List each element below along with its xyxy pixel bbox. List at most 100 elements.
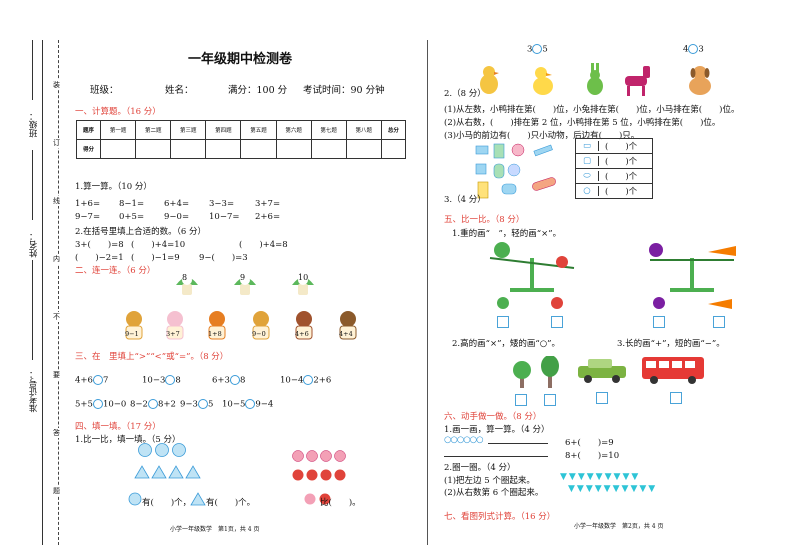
rabbit-icon — [587, 63, 603, 95]
name-label: 姓名： — [165, 85, 194, 96]
score-cell[interactable] — [205, 139, 242, 159]
q2-title: 2.（8 分） — [444, 89, 486, 99]
compare-circle[interactable] — [245, 399, 256, 409]
animal-row — [480, 63, 711, 96]
section1-title: 一、计算题。（16 分） — [75, 107, 161, 117]
mushroom-icon[interactable] — [233, 272, 257, 296]
section6-title: 六、动手做一做。（8 分） — [444, 412, 542, 422]
compare-circle[interactable] — [147, 399, 158, 409]
top-num: 3 — [698, 44, 704, 55]
score-cell[interactable] — [380, 139, 407, 159]
answer-box-bus[interactable] — [670, 392, 682, 404]
animal-expression: 4+6 — [295, 330, 309, 338]
table-header: 第六题 — [275, 120, 312, 140]
triangle-4 — [185, 465, 201, 479]
compare-circle[interactable] — [165, 375, 176, 385]
pepper-icon — [497, 297, 509, 309]
animal-icon[interactable] — [205, 310, 229, 340]
compare-left: 8−2 — [130, 399, 148, 410]
score-cell[interactable] — [135, 139, 172, 159]
score-cell[interactable] — [100, 139, 137, 159]
animal-icon[interactable] — [292, 310, 316, 340]
calc-item: ( )−2=1 — [75, 253, 124, 263]
table-header: 第一题 — [100, 120, 137, 140]
animal-icon[interactable] — [336, 310, 360, 340]
shape-count[interactable]: ( )个 — [605, 157, 638, 167]
shape-count[interactable]: ( )个 — [605, 187, 638, 197]
table-header: 第七题 — [310, 120, 347, 140]
seal-char: 内 — [53, 254, 60, 264]
animal-icon[interactable] — [163, 310, 187, 340]
score-cell[interactable] — [275, 139, 312, 159]
table-score-label: 得分 — [75, 139, 102, 159]
answer-box-tree-2[interactable] — [544, 394, 556, 406]
shape-icon: ⬭ — [576, 171, 599, 181]
compare-circle[interactable] — [303, 375, 314, 385]
score-cell[interactable] — [240, 139, 277, 159]
calc-item: 10−7= — [209, 212, 240, 222]
mushroom-icon[interactable] — [291, 272, 315, 296]
solid-shapes — [475, 143, 556, 199]
q2-line-3: (3)小马的前边有( )只小动物，后边有( )只。 — [444, 131, 640, 141]
triangle-2 — [151, 465, 167, 479]
binding-exam-no: 准考证号： — [29, 370, 39, 413]
answer-box-carrot[interactable] — [713, 316, 725, 328]
calc-item: 3+7= — [255, 199, 281, 209]
cuboid-icon — [493, 143, 505, 159]
score-cell[interactable] — [310, 139, 347, 159]
section6-q2: 2.圈一圈。（4 分） — [444, 463, 516, 473]
shape-icon: ▭ — [576, 141, 599, 151]
cylinder-icon — [501, 183, 517, 195]
top-num: 5 — [542, 44, 548, 55]
answer-box-tomato[interactable] — [551, 316, 563, 328]
shape-count-table: ▭( )个▢( )个⬭( )个○( )个 — [575, 138, 653, 199]
animal-icon[interactable] — [249, 310, 273, 340]
compare-left: 10−3 — [142, 375, 166, 386]
animal-expression: 3+7 — [166, 330, 180, 338]
mushroom-icon[interactable] — [175, 272, 199, 296]
animal-icon[interactable] — [122, 310, 146, 340]
section6-q1: 1.画一画，算一算。（4 分） — [444, 425, 550, 435]
shape-row: ⬭ ( )个 — [575, 169, 653, 184]
section5-q3: 3.长的画“+”，短的画“−”。 — [617, 339, 725, 349]
peach-icon — [320, 450, 332, 462]
top-num: 3 — [527, 44, 533, 55]
score-label: 满分：100 分 — [228, 85, 288, 96]
compare-circle[interactable] — [92, 375, 103, 385]
draw-line-2[interactable] — [444, 456, 548, 457]
mushroom-number: 8 — [182, 273, 188, 282]
compare-circle[interactable] — [532, 44, 543, 54]
seal-char: 装 — [53, 80, 60, 90]
seal-char: 题 — [53, 486, 60, 496]
answer-box-pepper[interactable] — [497, 316, 509, 328]
circle-icon — [128, 492, 142, 506]
answer-box-car[interactable] — [596, 392, 608, 404]
compare-circle[interactable] — [688, 44, 699, 54]
shape-row: ▭ ( )个 — [575, 138, 653, 154]
draw-line-1[interactable] — [488, 443, 548, 444]
compare-circle[interactable] — [197, 399, 208, 409]
page-divider — [427, 40, 428, 545]
compare-circle[interactable] — [229, 375, 240, 385]
score-cell[interactable] — [345, 139, 382, 159]
shape-count[interactable]: ( )个 — [605, 142, 638, 152]
section2-title: 二、连一连。（6 分） — [75, 266, 156, 276]
compare-circle[interactable] — [92, 399, 103, 409]
calc-item: ( )+4=8 — [239, 240, 288, 250]
cylinder-icon — [532, 177, 556, 191]
animal-expression: 4+4 — [339, 330, 353, 338]
dog-icon — [689, 66, 711, 95]
answer-box-radish[interactable] — [653, 316, 665, 328]
name-write-line — [32, 150, 33, 220]
footer-right: 小学一年级数学 第2页，共 4 页 — [574, 523, 664, 530]
answer-box-tree-1[interactable] — [515, 394, 527, 406]
score-cell[interactable] — [170, 139, 207, 159]
compare-left: 9−3 — [180, 399, 198, 410]
compare-left: 10−5 — [222, 399, 246, 410]
shape-count[interactable]: ( )个 — [605, 172, 638, 182]
calc-item: 3+( )=8 — [75, 240, 124, 250]
